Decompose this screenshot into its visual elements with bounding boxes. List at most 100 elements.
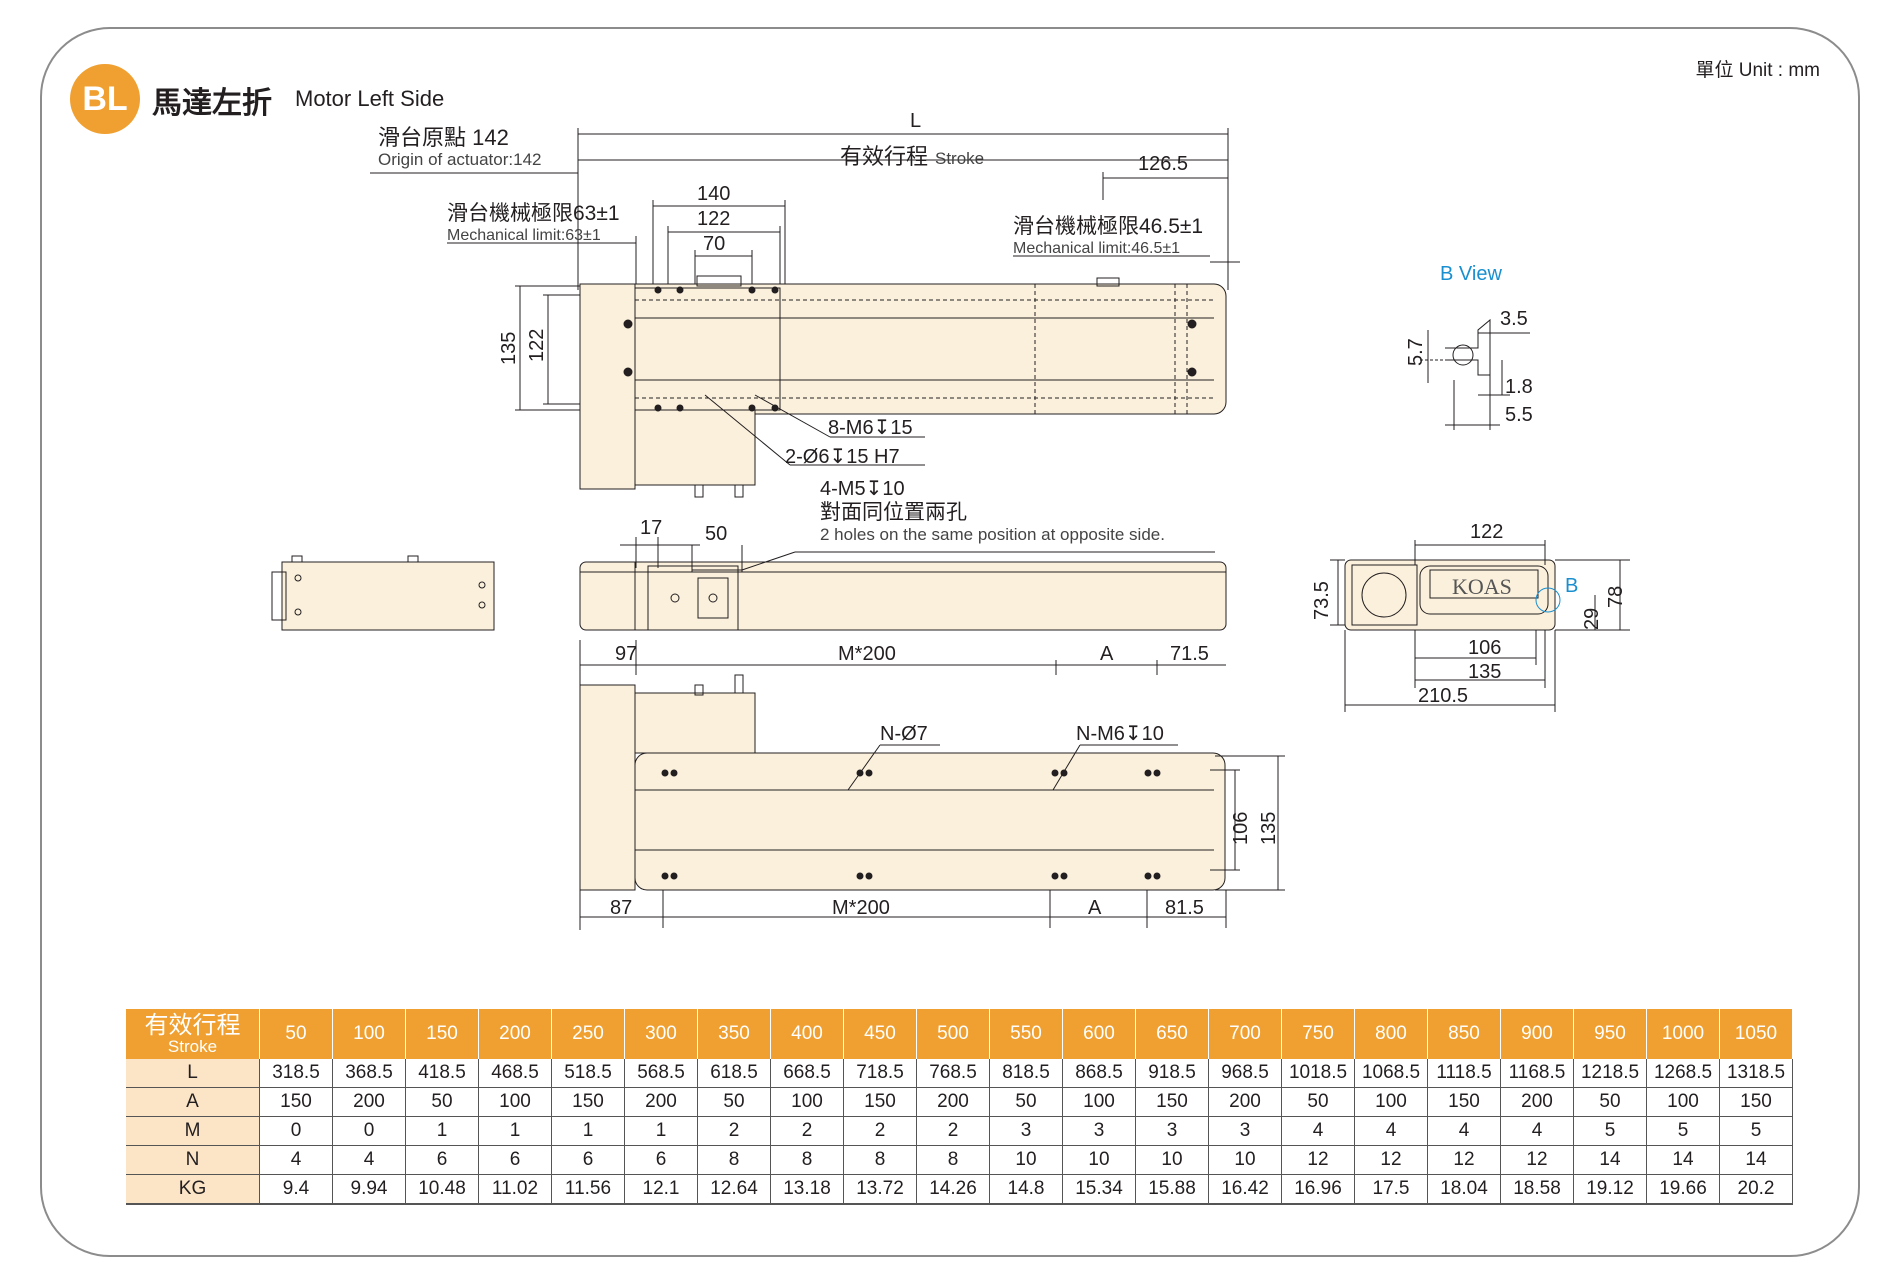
- table-cell: 618.5: [697, 1059, 771, 1088]
- table-cell: 8: [843, 1145, 917, 1175]
- table-cell: 2: [697, 1116, 771, 1146]
- bottom-dim-m200: M*200: [832, 897, 890, 919]
- table-cell: 10: [1135, 1145, 1209, 1175]
- table-cell: 568.5: [624, 1059, 698, 1088]
- table-cell: 718.5: [843, 1059, 917, 1088]
- table-cell: 13.72: [843, 1174, 917, 1205]
- table-cell: 100: [770, 1087, 844, 1117]
- table-cell: 518.5: [551, 1059, 625, 1088]
- end-dim-73-5: 73.5: [1311, 581, 1333, 620]
- end-dim-135: 135: [1468, 661, 1501, 683]
- section-title-en: Motor Left Side: [295, 86, 445, 111]
- table-cell: 6: [405, 1145, 479, 1175]
- stroke-col-header: 200: [478, 1009, 552, 1059]
- origin-zh: 滑台原點 142: [378, 125, 509, 150]
- origin-en: Origin of actuator:142: [378, 150, 541, 169]
- table-cell: 11.56: [551, 1174, 625, 1205]
- table-cell: 16.96: [1281, 1174, 1355, 1205]
- end-b-marker: B: [1565, 575, 1578, 597]
- table-cell: 50: [989, 1087, 1063, 1117]
- mech-left-zh: 滑台機械極限63±1: [447, 202, 620, 225]
- stroke-col-header: 400: [770, 1009, 844, 1059]
- table-cell: 150: [551, 1087, 625, 1117]
- table-cell: 150: [259, 1087, 333, 1117]
- end-view: [1330, 540, 1630, 712]
- bottom-n-m6: N-M6↧10: [1076, 723, 1164, 745]
- stroke-col-header: 50: [259, 1009, 333, 1059]
- dim-135: 135: [498, 332, 520, 365]
- table-cell: 5: [1646, 1116, 1720, 1146]
- koas-logo: KOAS: [1452, 574, 1512, 599]
- dim-126-5: 126.5: [1138, 153, 1188, 175]
- table-cell: 0: [332, 1116, 406, 1146]
- table-cell: 1118.5: [1427, 1059, 1501, 1088]
- section-badge: BL: [70, 64, 140, 134]
- table-cell: 5: [1719, 1116, 1793, 1146]
- table-cell: 4: [332, 1145, 406, 1175]
- table-cell: 768.5: [916, 1059, 990, 1088]
- callout-2-dia6: 2-Ø6↧15 H7: [785, 446, 900, 468]
- table-cell: 4: [1354, 1116, 1428, 1146]
- mech-right-en: Mechanical limit:46.5±1: [1013, 240, 1180, 257]
- b-view-3-5: 3.5: [1500, 308, 1528, 330]
- bottom-view: [579, 665, 1285, 930]
- table-cell: 468.5: [478, 1059, 552, 1088]
- stroke-col-header: 250: [551, 1009, 625, 1059]
- table-cell: 2: [916, 1116, 990, 1146]
- callout-8-m6: 8-M6↧15: [828, 417, 913, 439]
- table-cell: 12: [1281, 1145, 1355, 1175]
- side-dim-71-5: 71.5: [1170, 643, 1209, 665]
- table-cell: 18.58: [1500, 1174, 1574, 1205]
- stroke-col-header: 150: [405, 1009, 479, 1059]
- top-view: [370, 128, 1240, 498]
- table-cell: 0: [259, 1116, 333, 1146]
- table-cell: 50: [1281, 1087, 1355, 1117]
- table-cell: 100: [478, 1087, 552, 1117]
- stroke-col-header: 850: [1427, 1009, 1501, 1059]
- table-cell: 8: [770, 1145, 844, 1175]
- stroke-col-header: 650: [1135, 1009, 1209, 1059]
- table-cell: 1318.5: [1719, 1059, 1793, 1088]
- table-cell: 50: [1573, 1087, 1647, 1117]
- stroke-col-header: 800: [1354, 1009, 1428, 1059]
- table-cell: 4: [1281, 1116, 1355, 1146]
- table-cell: 200: [916, 1087, 990, 1117]
- table-cell: 150: [1427, 1087, 1501, 1117]
- b-view-5-7: 5.7: [1405, 338, 1427, 366]
- table-cell: 19.66: [1646, 1174, 1720, 1205]
- table-cell: 868.5: [1062, 1059, 1136, 1088]
- table-cell: 3: [989, 1116, 1063, 1146]
- table-cell: 12.1: [624, 1174, 698, 1205]
- table-cell: 10: [1208, 1145, 1282, 1175]
- table-cell: 17.5: [1354, 1174, 1428, 1205]
- row-label: KG: [126, 1174, 260, 1205]
- table-cell: 150: [1135, 1087, 1209, 1117]
- row-label: L: [126, 1059, 260, 1088]
- bottom-dim-87: 87: [610, 897, 632, 919]
- stroke-col-header: 450: [843, 1009, 917, 1059]
- table-cell: 10: [989, 1145, 1063, 1175]
- stroke-col-header: 950: [1573, 1009, 1647, 1059]
- table-cell: 15.34: [1062, 1174, 1136, 1205]
- table-cell: 18.04: [1427, 1174, 1501, 1205]
- table-cell: 3: [1135, 1116, 1209, 1146]
- table-cell: 1068.5: [1354, 1059, 1428, 1088]
- table-cell: 968.5: [1208, 1059, 1282, 1088]
- end-dim-122: 122: [1470, 521, 1503, 543]
- stroke-col-header: 600: [1062, 1009, 1136, 1059]
- dim-140: 140: [697, 183, 730, 205]
- bottom-dim-135: 135: [1258, 812, 1280, 845]
- table-cell: 1218.5: [1573, 1059, 1647, 1088]
- stroke-col-header: 500: [916, 1009, 990, 1059]
- table-cell: 12: [1427, 1145, 1501, 1175]
- table-cell: 6: [478, 1145, 552, 1175]
- table-cell: 418.5: [405, 1059, 479, 1088]
- table-cell: 10.48: [405, 1174, 479, 1205]
- table-cell: 15.88: [1135, 1174, 1209, 1205]
- table-cell: 4: [259, 1145, 333, 1175]
- table-cell: 12: [1500, 1145, 1574, 1175]
- table-cell: 12: [1354, 1145, 1428, 1175]
